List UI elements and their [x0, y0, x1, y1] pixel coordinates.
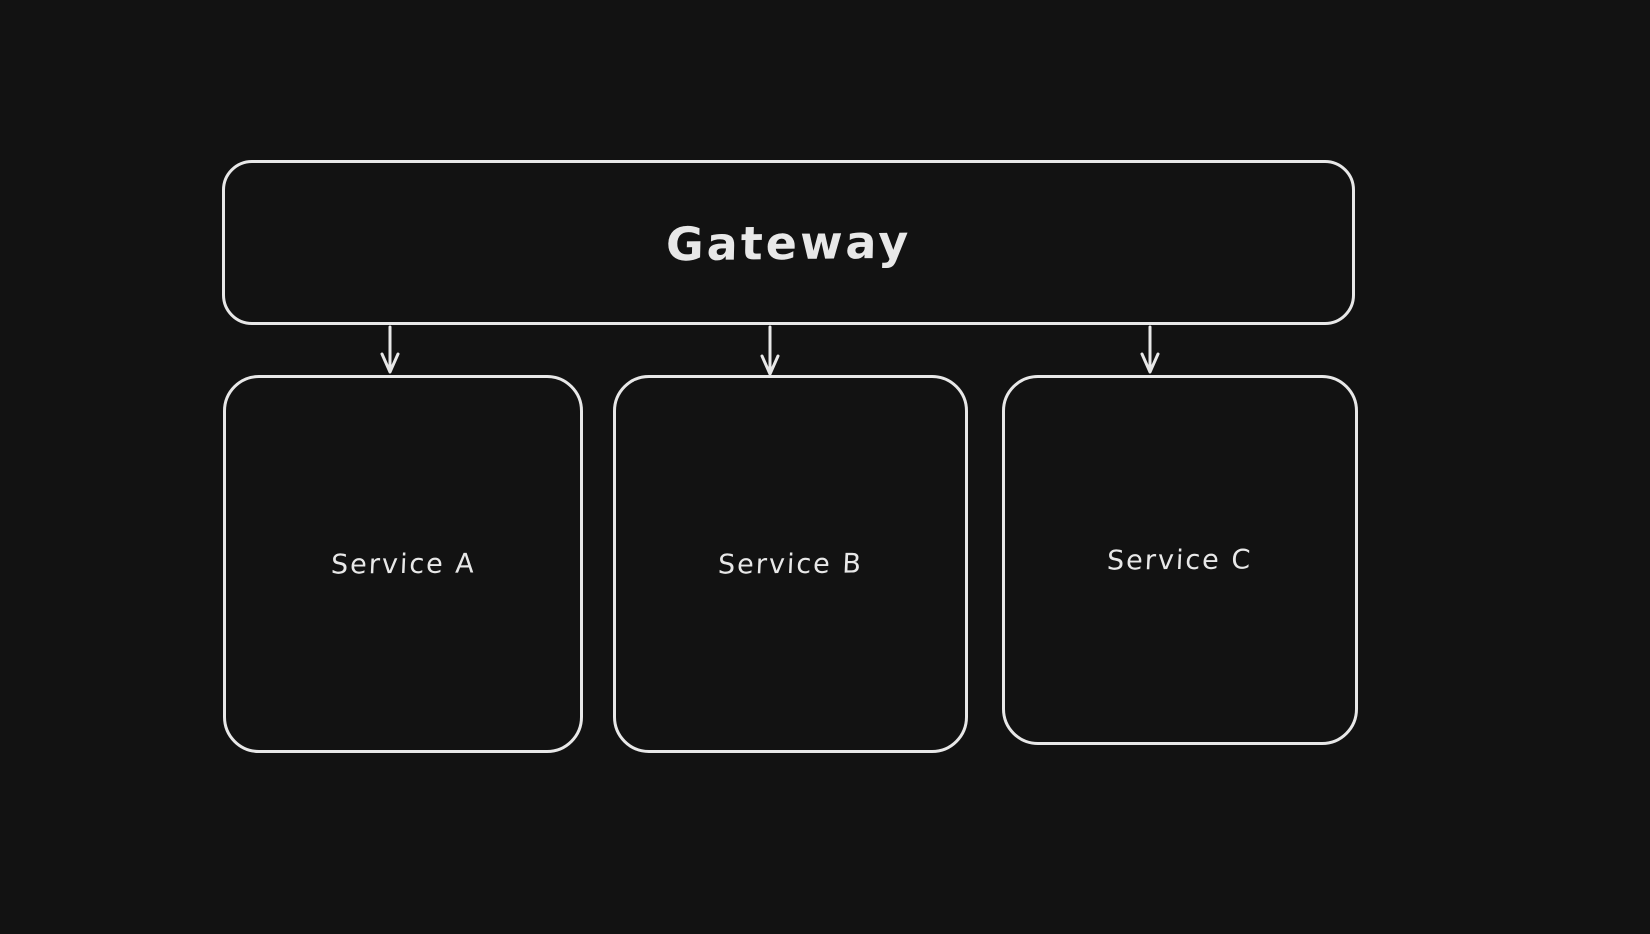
service-a-node[interactable]: Service A [223, 375, 583, 753]
service-a-label: Service A [329, 547, 477, 581]
service-c-node[interactable]: Service C [1002, 375, 1358, 745]
arrow-gateway-to-service-c[interactable] [1140, 325, 1160, 374]
arrow-gateway-to-service-a[interactable] [380, 325, 400, 374]
arrow-gateway-to-service-b[interactable] [760, 325, 780, 376]
service-b-label: Service B [717, 547, 864, 581]
service-b-node[interactable]: Service B [613, 375, 968, 753]
gateway-label: Gateway [665, 214, 912, 271]
service-c-label: Service C [1106, 543, 1254, 577]
gateway-node[interactable]: Gateway [222, 160, 1355, 325]
